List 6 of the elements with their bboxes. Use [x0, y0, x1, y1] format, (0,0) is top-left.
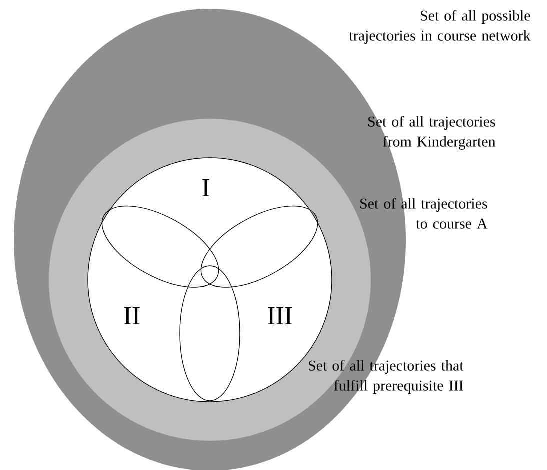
- node-label: Set of all possible: [420, 10, 530, 24]
- region-numeral: II: [124, 307, 140, 324]
- region-numeral: I: [202, 179, 210, 196]
- petal-ellipse: [180, 266, 240, 402]
- node-label: Set of all trajectories to course A: [360, 198, 488, 229]
- region-numeral: III: [268, 307, 292, 324]
